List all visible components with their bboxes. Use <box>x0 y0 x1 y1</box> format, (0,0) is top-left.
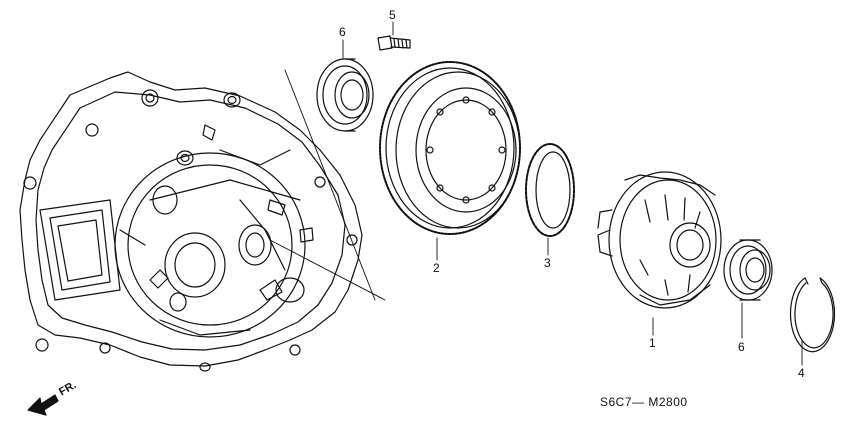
bearing-left <box>316 58 374 132</box>
callout-ring-gear: 2 <box>433 261 440 275</box>
leader-case-diff <box>269 239 386 301</box>
callout-differential: 1 <box>649 336 656 350</box>
callout-circlip: 4 <box>798 366 805 380</box>
callout-bearing-left: 6 <box>339 25 346 39</box>
ring-gear <box>379 61 521 235</box>
leader-case-gear <box>284 69 376 301</box>
callout-bearing-right: 6 <box>738 340 745 354</box>
diagram-code: S6C7— M2800 <box>600 395 688 409</box>
bearing-right <box>723 239 773 301</box>
retaining-ring <box>525 143 575 237</box>
transmission-case <box>19 71 363 372</box>
differential-assembly <box>597 171 722 309</box>
callout-bolt: 5 <box>389 8 396 22</box>
callout-retaining-ring: 3 <box>544 256 551 270</box>
circlip <box>789 277 836 353</box>
bolt <box>377 35 411 51</box>
front-arrow-icon <box>27 394 59 416</box>
